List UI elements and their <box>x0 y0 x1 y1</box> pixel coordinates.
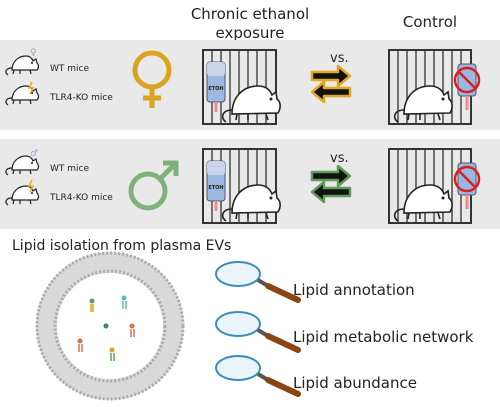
male-panel: ♂ WT mice TLR4-KO mice <box>0 139 500 229</box>
lipid-network-magnifier-icon <box>216 312 298 350</box>
female-vs-label: vs. <box>330 51 349 66</box>
male-vs-label: vs. <box>330 151 349 166</box>
female-ethanol-bottle-icon: ETOH <box>206 61 226 112</box>
female-ko-mouse-icon <box>5 81 40 106</box>
lipid-item-label-1: Lipid metabolic network <box>293 328 474 346</box>
male-ko-mouse-icon <box>5 179 40 206</box>
male-wt-mouse-icon: ♂ <box>5 149 40 176</box>
female-no-ethanol-icon <box>453 63 481 110</box>
svg-text:♂: ♂ <box>30 149 38 159</box>
male-ko-label: TLR4-KO mice <box>49 193 113 203</box>
male-ethanol-cage: ETOH <box>202 148 281 224</box>
vesicle-lipid-molecules <box>77 295 135 361</box>
svg-text:♀: ♀ <box>30 48 37 58</box>
lipid-item-label-0: Lipid annotation <box>293 281 415 299</box>
control-title: Control <box>403 13 457 31</box>
chronic-title-line1: Chronic ethanol <box>191 5 309 23</box>
chronic-title-line2: exposure <box>216 24 285 42</box>
male-control-cage <box>388 148 481 224</box>
female-panel: ♀ WT mice TLR4-KO mice <box>0 40 500 130</box>
female-wt-mouse-icon: ♀ <box>5 48 40 76</box>
lipid-abundance-magnifier-icon <box>216 356 298 394</box>
female-wt-label: WT mice <box>50 64 89 74</box>
female-control-cage <box>388 49 481 125</box>
male-panel-bg <box>0 139 500 229</box>
male-no-ethanol-icon <box>453 162 481 209</box>
female-bottle-label: ETOH <box>208 86 223 92</box>
female-ko-label: TLR4-KO mice <box>49 93 113 103</box>
male-exchange-arrows-icon <box>310 164 352 204</box>
lipid-item-label-2: Lipid abundance <box>293 374 417 392</box>
female-symbol-icon <box>132 50 172 108</box>
male-bottle-label: ETOH <box>208 185 223 191</box>
female-ethanol-cage: ETOH <box>202 49 281 125</box>
vesicle-bilayer-icon <box>35 251 185 401</box>
female-panel-bg <box>0 40 500 130</box>
male-symbol-icon <box>128 160 179 211</box>
male-ethanol-bottle-icon: ETOH <box>206 160 226 211</box>
lipid-section-title: Lipid isolation from plasma EVs <box>12 238 231 254</box>
male-wt-label: WT mice <box>50 164 89 174</box>
lipid-annotation-magnifier-icon <box>216 262 298 300</box>
female-exchange-arrows-icon <box>310 64 352 104</box>
